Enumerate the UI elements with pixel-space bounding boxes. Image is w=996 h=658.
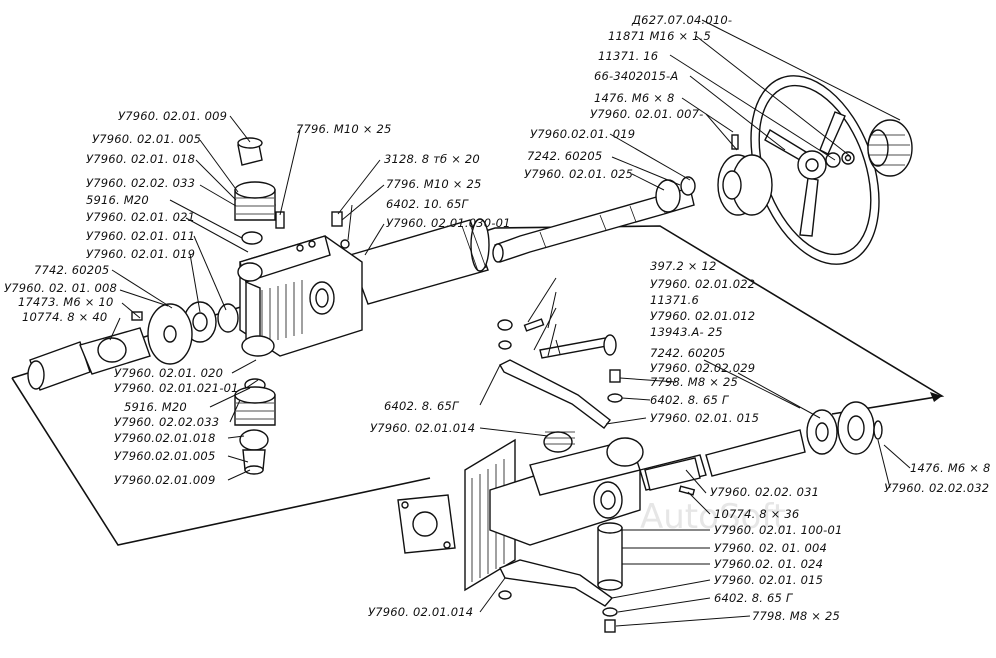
leader-lines bbox=[109, 19, 911, 627]
label-5916-m20-bottom: 5916. М20 bbox=[124, 400, 187, 414]
column-hub bbox=[717, 134, 773, 216]
steering-wheel-hub-nut bbox=[867, 119, 913, 177]
label-6402-8-65g-top: 6402. 8. 65 Г bbox=[650, 393, 730, 407]
label-004: У7960. 02. 01. 004 bbox=[714, 541, 827, 555]
label-7798-m8x25-top: 7798. М8 × 25 bbox=[650, 375, 738, 389]
label-7798-m8x25-bottom: 7798. М8 × 25 bbox=[752, 609, 840, 623]
steering-column-tube bbox=[349, 218, 490, 305]
label-5916-m20-top: 5916. М20 bbox=[86, 193, 149, 207]
label-11871-m16: 11871 М16 × 1.5 bbox=[608, 29, 711, 43]
label-10774-8x40: 10774. 8 × 40 bbox=[22, 310, 107, 324]
label-015-bottom: У7960. 02.01. 015 bbox=[714, 573, 823, 587]
label-17473-m6x10: 17473. М6 × 10 bbox=[18, 295, 114, 309]
label-018-left: У7960. 02.01. 018 bbox=[86, 152, 195, 166]
label-032: У7960. 02.02.032 bbox=[884, 481, 989, 495]
label-025: У7960. 02.01. 025 bbox=[524, 167, 633, 181]
label-1476-m6x8-right: 1476. М6 × 8 bbox=[910, 461, 990, 475]
label-012: У7960. 02.01.012 bbox=[650, 309, 755, 323]
label-397-2x12: 397.2 × 12 bbox=[650, 259, 717, 273]
label-66-3402015-a: 66-3402015-А bbox=[594, 69, 678, 83]
label-029: У7960. 02.02.029 bbox=[650, 361, 755, 375]
frame-arrowhead bbox=[930, 392, 942, 402]
label-022: У7960. 02.01.022 bbox=[650, 277, 755, 291]
label-009-bottom: У7960.02.01.009 bbox=[114, 473, 215, 487]
assembly-boundary-frame-lower bbox=[11, 377, 431, 546]
label-024: У7960.02. 01. 024 bbox=[714, 557, 823, 571]
label-7742-60205: 7742. 60205 bbox=[34, 263, 109, 277]
label-020: У7960. 02.01. 020 bbox=[114, 366, 223, 380]
label-009-left: У7960. 02.01. 009 bbox=[118, 109, 227, 123]
label-019-left: У7960. 02.01. 019 bbox=[86, 247, 195, 261]
upper-bolt-stack bbox=[234, 137, 350, 249]
lower-small-bolts bbox=[602, 607, 618, 633]
label-100-01: У7960. 02.01. 100-01 bbox=[714, 523, 843, 537]
label-11371-6: 11371.6 bbox=[650, 293, 699, 307]
flange-plate bbox=[397, 494, 456, 554]
lower-sleeve bbox=[644, 457, 701, 496]
label-11371-16: 11371. 16 bbox=[598, 49, 658, 63]
label-3128: 3128. 8 тб × 20 bbox=[384, 152, 480, 166]
label-015-top: У7960. 02.01. 015 bbox=[650, 411, 759, 425]
label-13943-a-25: 13943.А- 25 bbox=[650, 325, 723, 339]
label-011: У7960. 02.01. 011 bbox=[86, 229, 195, 243]
label-7796-m10x25-a: 7796. М10 × 25 bbox=[296, 122, 392, 136]
label-030-01: У7960. 02.01.030-01 bbox=[386, 216, 511, 230]
label-033-left: У7960. 02.02. 033 bbox=[86, 176, 195, 190]
label-031: У7960. 02.02. 031 bbox=[710, 485, 819, 499]
label-005-bottom: У7960.02.01.005 bbox=[114, 449, 215, 463]
label-018-bottom: У7960.02.01.018 bbox=[114, 431, 215, 445]
label-005-left: У7960. 02.01. 005 bbox=[92, 132, 201, 146]
pitman-arm-lower bbox=[498, 559, 614, 607]
label-021: У7960. 02.01. 021 bbox=[86, 210, 195, 224]
label-008: У7960. 02. 01. 008 bbox=[4, 281, 117, 295]
label-1476-m6x8-top: 1476. М6 × 8 bbox=[594, 91, 674, 105]
label-6402-8-65g-bottom: 6402. 8. 65 Г bbox=[714, 591, 794, 605]
label-014-bottom: У7960. 02.01.014 bbox=[368, 605, 473, 619]
lower-bolt-stack bbox=[234, 378, 276, 475]
label-7796-m10x25-b: 7796. М10 × 25 bbox=[386, 177, 482, 191]
label-d627-07-04-010: Д627.07.04.010- bbox=[631, 13, 732, 27]
part-labels: Д627.07.04.010- 11871 М16 × 1.5 11371. 1… bbox=[4, 13, 990, 623]
gearbox-housing bbox=[237, 235, 363, 357]
steering-wheel bbox=[750, 75, 880, 265]
label-019-top: У7960.02.01. 019 bbox=[530, 127, 635, 141]
label-7242-60205-top: 7242. 60205 bbox=[527, 149, 602, 163]
label-6402-8-65g-left: 6402. 8. 65Г bbox=[384, 399, 460, 413]
pitman-arm-upper bbox=[497, 319, 611, 429]
lower-pin-bushing bbox=[597, 522, 623, 591]
lower-housing-body bbox=[489, 431, 644, 546]
tie-rod-upper bbox=[523, 318, 617, 359]
label-7242-60205-mid: 7242. 60205 bbox=[650, 346, 725, 360]
upper-small-bolts bbox=[607, 369, 623, 403]
label-007: У7960. 02.01. 007- bbox=[590, 107, 704, 121]
label-014-top: У7960. 02.01.014 bbox=[370, 421, 475, 435]
label-10774-8x36: 10774. 8 × 36 bbox=[714, 507, 799, 521]
label-021-01: У7960. 02.01.021-01 bbox=[114, 381, 239, 395]
left-bearing-flange bbox=[147, 301, 239, 365]
label-6402-10-65g: 6402. 10. 65Г bbox=[386, 197, 470, 211]
label-033-bottom: У7960. 02.02.033 bbox=[114, 415, 219, 429]
upper-steering-shaft bbox=[492, 176, 696, 263]
